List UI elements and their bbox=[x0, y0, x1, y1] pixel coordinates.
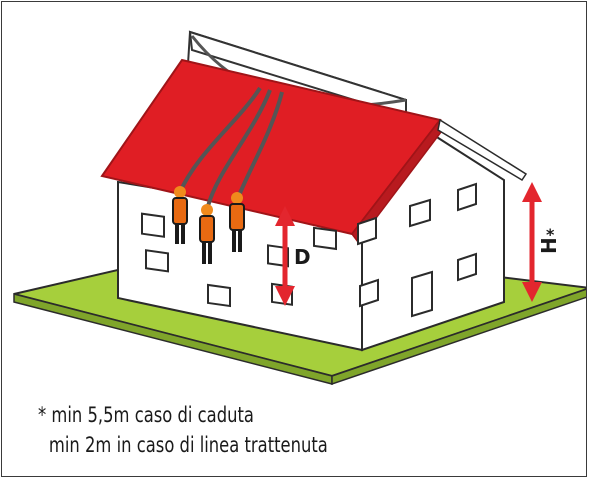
lifelines bbox=[178, 86, 284, 207]
distance-label: D bbox=[294, 245, 311, 269]
windows-gable-wall bbox=[357, 182, 477, 318]
note-line-2: min 2m in caso di linea trattenuta bbox=[48, 433, 328, 457]
roof-eave-right bbox=[437, 118, 528, 182]
worker-figure bbox=[172, 186, 188, 244]
height-label-asterisk: * bbox=[546, 225, 555, 244]
house-door bbox=[411, 270, 433, 318]
worker-figure bbox=[229, 192, 245, 252]
lawn-edge-shadow-right bbox=[331, 288, 586, 386]
clearance-note: * min 5,5m caso di caduta min 2m in caso… bbox=[38, 400, 328, 460]
worker-figure bbox=[199, 204, 215, 264]
note-line-1: * min 5,5m caso di caduta bbox=[38, 403, 254, 427]
height-label: H bbox=[537, 237, 561, 254]
